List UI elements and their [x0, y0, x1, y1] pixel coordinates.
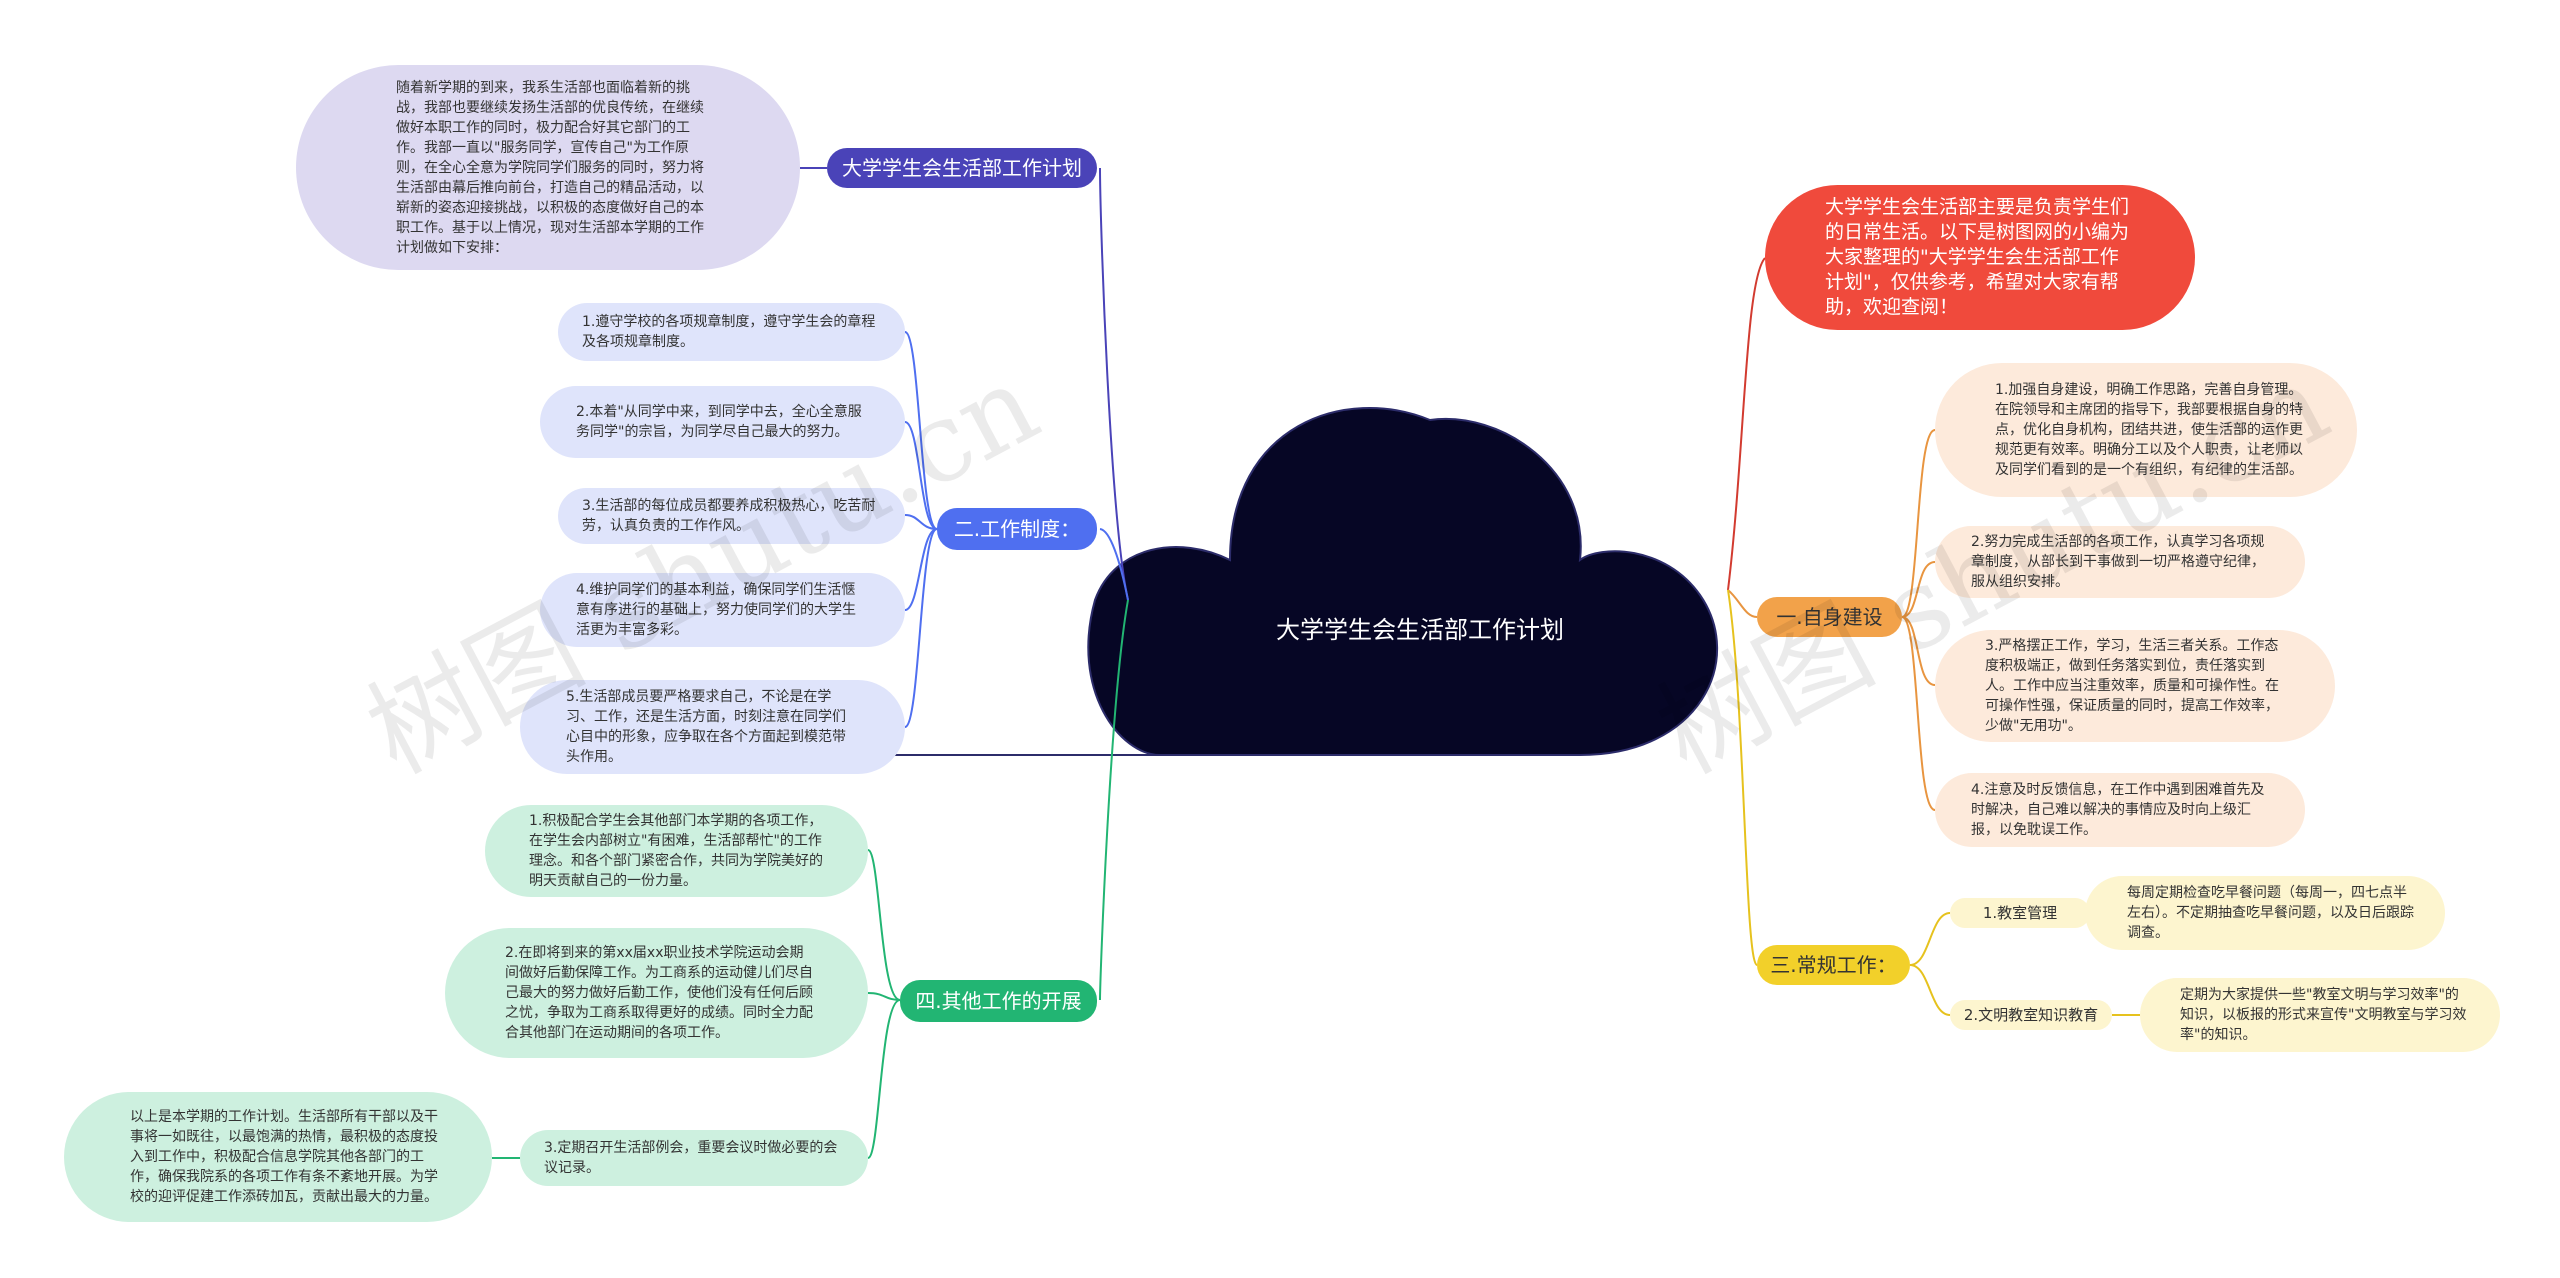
routine-sub-1[interactable]: 1.教室管理 — [1950, 898, 2090, 928]
link-other-2 — [867, 992, 901, 1001]
link-center-plan — [1099, 167, 1129, 601]
link-rules-1 — [904, 331, 938, 530]
link-self-2 — [1901, 561, 1936, 618]
other-item-2-text: 2.在即将到来的第xx届xx职业技术学院运动会期间做好后勤保障工作。为工商系的运… — [505, 945, 813, 1041]
branch-routine-label: 三.常规工作： — [1770, 953, 1897, 977]
central-topic[interactable]: 大学学生会生活部工作计划 — [1240, 590, 1600, 670]
routine-sub-2-detail[interactable]: 定期为大家提供一些"教室文明与学习效率"的知识，以板报的形式来宣传"文明教室与学… — [2140, 978, 2500, 1052]
other-item-3[interactable]: 3.定期召开生活部例会，重要会议时做必要的会议记录。 — [520, 1130, 868, 1186]
other-item-1[interactable]: 1.积极配合学生会其他部门本学期的各项工作，在学生会内部树立"有困难，生活部帮忙… — [485, 805, 868, 897]
self-item-2[interactable]: 2.努力完成生活部的各项工作，认真学习各项规章制度，从部长到干事做到一切严格遵守… — [1935, 526, 2305, 598]
central-cloud-shape — [800, 407, 1718, 756]
link-other-1 — [867, 849, 901, 1001]
branch-self-label: 一.自身建设 — [1776, 605, 1883, 629]
other-summary[interactable]: 以上是本学期的工作计划。生活部所有干部以及干事将一如既往，以最饱满的热情，最积极… — [64, 1092, 492, 1222]
rules-item-4[interactable]: 4.维护同学们的基本利益，确保同学们生活惬意有序进行的基础上，努力使同学们的大学… — [540, 573, 905, 647]
branch-plan-label: 大学学生会生活部工作计划 — [842, 156, 1082, 180]
link-center-routine — [1727, 589, 1758, 966]
link-rules-5 — [904, 528, 938, 728]
rules-item-1[interactable]: 1.遵守学校的各项规章制度，遵守学生会的章程及各项规章制度。 — [558, 303, 905, 361]
intro-text: 大学学生会生活部主要是负责学生们的日常生活。以下是树图网的小编为大家整理的"大学… — [1825, 196, 2130, 318]
self-item-4-text: 4.注意及时反馈信息，在工作中遇到困难首先及时解决，自己难以解决的事情应及时向上… — [1971, 782, 2265, 838]
rules-item-2[interactable]: 2.本着"从同学中来，到同学中去，全心全意服务同学"的宗旨，为同学尽自己最大的努… — [540, 386, 905, 458]
rules-item-3[interactable]: 3.生活部的每位成员都要养成积极热心，吃苦耐劳，认真负责的工作作风。 — [558, 488, 905, 544]
branch-routine[interactable]: 三.常规工作： — [1757, 945, 1910, 985]
link-center-other — [1099, 599, 1129, 1001]
link-self-1 — [1901, 429, 1936, 618]
routine-sub-1-detail[interactable]: 每周定期检查吃早餐问题（每周一，四七点半左右）。不定期抽查吃早餐问题，以及日后跟… — [2085, 876, 2445, 950]
link-center-rules — [1099, 528, 1129, 601]
link-center-self — [1727, 589, 1758, 618]
self-item-4[interactable]: 4.注意及时反馈信息，在工作中遇到困难首先及时解决，自己难以解决的事情应及时向上… — [1935, 773, 2305, 847]
routine-sub-1-label: 1.教室管理 — [1982, 904, 2058, 922]
branch-other-label: 四.其他工作的开展 — [915, 989, 1082, 1013]
link-routine-2 — [1909, 964, 1951, 1016]
rules-item-2-text: 2.本着"从同学中来，到同学中去，全心全意服务同学"的宗旨，为同学尽自己最大的努… — [576, 404, 862, 440]
rules-item-3-text: 3.生活部的每位成员都要养成积极热心，吃苦耐劳，认真负责的工作作风。 — [582, 498, 876, 534]
branch-self[interactable]: 一.自身建设 — [1757, 597, 1902, 637]
self-item-1-text: 1.加强自身建设，明确工作思路，完善自身管理。在院领导和主席团的指导下，我部要根… — [1995, 382, 2303, 478]
plan-detail[interactable]: 随着新学期的到来，我系生活部也面临着新的挑战，我部也要继续发扬生活部的优良传统，… — [296, 65, 800, 270]
intro-node[interactable]: 大学学生会生活部主要是负责学生们的日常生活。以下是树图网的小编为大家整理的"大学… — [1765, 185, 2195, 330]
link-rules-3 — [904, 514, 938, 530]
self-item-3[interactable]: 3.严格摆正工作，学习，生活三者关系。工作态度积极端正，做到任务落实到位，责任落… — [1935, 630, 2335, 742]
link-rules-2 — [904, 421, 938, 530]
self-item-3-text: 3.严格摆正工作，学习，生活三者关系。工作态度积极端正，做到任务落实到位，责任落… — [1985, 638, 2279, 734]
routine-sub-2-label: 2.文明教室知识教育 — [1963, 1006, 2099, 1024]
link-center-intro — [1727, 257, 1766, 591]
branch-rules[interactable]: 二.工作制度： — [937, 508, 1097, 550]
link-other-3 — [867, 999, 901, 1159]
branch-plan[interactable]: 大学学生会生活部工作计划 — [827, 148, 1097, 188]
routine-sub-2[interactable]: 2.文明教室知识教育 — [1950, 1000, 2112, 1030]
other-item-1-text: 1.积极配合学生会其他部门本学期的各项工作，在学生会内部树立"有困难，生活部帮忙… — [529, 813, 823, 889]
central-topic-label: 大学学生会生活部工作计划 — [1276, 616, 1564, 644]
plan-detail-text: 随着新学期的到来，我系生活部也面临着新的挑战，我部也要继续发扬生活部的优良传统，… — [396, 79, 704, 256]
branch-rules-label: 二.工作制度： — [953, 517, 1081, 541]
rules-item-5[interactable]: 5.生活部成员要严格要求自己，不论是在学习、工作，还是生活方面，时刻注意在同学们… — [520, 680, 905, 774]
link-self-3 — [1901, 616, 1936, 686]
other-item-2[interactable]: 2.在即将到来的第xx届xx职业技术学院运动会期间做好后勤保障工作。为工商系的运… — [445, 928, 868, 1058]
other-item-3-text: 3.定期召开生活部例会，重要会议时做必要的会议记录。 — [544, 1140, 838, 1176]
rules-item-1-text: 1.遵守学校的各项规章制度，遵守学生会的章程及各项规章制度。 — [582, 314, 876, 350]
routine-sub-1-detail-text: 每周定期检查吃早餐问题（每周一，四七点半左右）。不定期抽查吃早餐问题，以及日后跟… — [2127, 885, 2414, 941]
link-rules-4 — [904, 528, 938, 611]
rules-item-5-text: 5.生活部成员要严格要求自己，不论是在学习、工作，还是生活方面，时刻注意在同学们… — [566, 689, 846, 765]
rules-item-4-text: 4.维护同学们的基本利益，确保同学们生活惬意有序进行的基础上，努力使同学们的大学… — [576, 582, 856, 638]
self-item-2-text: 2.努力完成生活部的各项工作，认真学习各项规章制度，从部长到干事做到一切严格遵守… — [1971, 534, 2265, 590]
routine-sub-2-detail-text: 定期为大家提供一些"教室文明与学习效率"的知识，以板报的形式来宣传"文明教室与学… — [2180, 987, 2467, 1043]
other-summary-text: 以上是本学期的工作计划。生活部所有干部以及干事将一如既往，以最饱满的热情，最积极… — [130, 1109, 438, 1205]
self-item-1[interactable]: 1.加强自身建设，明确工作思路，完善自身管理。在院领导和主席团的指导下，我部要根… — [1935, 363, 2357, 497]
link-self-4 — [1901, 616, 1936, 811]
link-routine-1 — [1909, 912, 1951, 966]
branch-other[interactable]: 四.其他工作的开展 — [900, 980, 1097, 1022]
